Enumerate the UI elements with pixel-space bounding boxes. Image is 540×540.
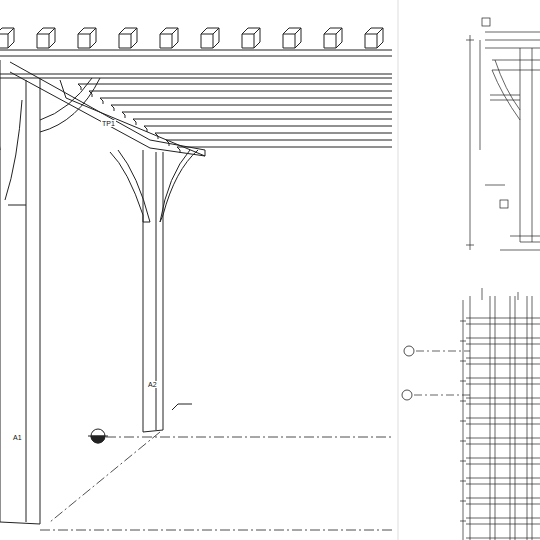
part-label: TP1	[101, 120, 116, 127]
ground-line	[40, 432, 392, 530]
part-label: A2	[147, 381, 158, 388]
post-a2	[110, 150, 198, 432]
plan-view	[460, 288, 540, 540]
side-slats	[78, 84, 392, 153]
elevation-view	[466, 18, 540, 250]
grid-bubble	[402, 346, 414, 400]
side-beam	[10, 62, 205, 156]
rafter-ends	[0, 28, 383, 48]
grid-line	[414, 351, 470, 395]
front-beam	[0, 50, 392, 78]
post-a1	[0, 60, 100, 524]
section-marker	[88, 404, 192, 443]
part-label: A1	[12, 434, 23, 441]
